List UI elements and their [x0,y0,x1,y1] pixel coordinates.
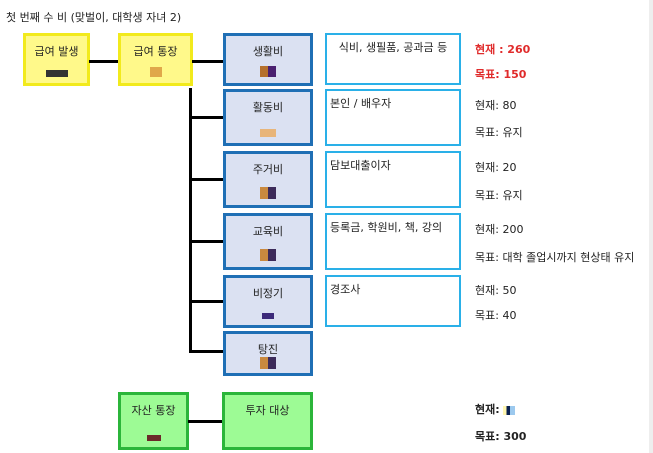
category-label: 생활비 [252,45,284,58]
book-icon [260,249,276,261]
branch-line [189,240,223,243]
current-value: 현재: 50 [475,284,517,297]
house-icon [260,187,276,199]
description-box: 본인 / 배우자 [325,89,461,146]
category-irregular[interactable]: 비정기 [223,275,313,328]
connector [188,420,223,423]
current-value: 현재 : 260 [475,43,531,56]
current-value: 현재: 200 [475,223,524,236]
connector [192,60,223,63]
scrollbar[interactable] [649,0,653,453]
investment-box[interactable]: 투자 대상 [222,392,313,450]
current-value: 현재: 20 [475,161,517,174]
asset-account-label: 자산 통장 [131,404,176,417]
branch-line [189,350,223,353]
asset-account-box[interactable]: 자산 통장 [118,392,189,450]
splurge-icon [260,357,276,369]
category-activity[interactable]: 활동비 [223,89,313,146]
category-housing[interactable]: 주거비 [223,151,313,208]
category-label: 교육비 [252,225,284,238]
category-label: 활동비 [252,101,284,114]
wallet-icon [146,435,161,441]
page-title: 첫 번째 수 비 (맞벌이, 대학생 자녀 2) [6,11,182,24]
category-label: 탕진 [257,343,279,356]
target-value: 목표: 40 [475,309,517,322]
connector [89,60,119,63]
blurred-value-icon [503,405,516,415]
branch-line [189,116,223,119]
description-box: 경조사 [325,275,461,327]
target-value: 목표: 유지 [475,126,523,139]
current-value: 현재: 80 [475,99,517,112]
category-living[interactable]: 생활비 [223,33,313,86]
branch-line [189,178,223,181]
trunk-line [189,88,192,352]
description-box: 등록금, 학원비, 책, 강의 [325,213,461,270]
category-splurge[interactable]: 탕진 [223,331,313,376]
salary-account-label: 급여 통장 [133,45,178,58]
coins-icon [149,67,162,77]
target-value: 목표: 150 [475,68,527,81]
category-label: 주거비 [252,163,284,176]
groceries-icon [260,66,276,77]
asset-current: 현재: [475,401,516,417]
salary-account-box[interactable]: 급여 통장 [118,33,193,86]
target-value: 목표: 유지 [475,189,523,202]
wallet-icon [45,70,68,77]
salary-source-label: 급여 발생 [34,45,79,58]
asset-target: 목표: 300 [475,430,527,443]
investment-label: 투자 대상 [245,404,290,417]
activity-icon [260,129,276,137]
salary-source-box[interactable]: 급여 발생 [23,33,90,86]
branch-line [189,300,223,303]
asset-current-label: 현재: [475,403,500,416]
target-value: 목표: 대학 졸업시까지 현상태 유지 [475,251,635,264]
category-education[interactable]: 교육비 [223,213,313,270]
description-box: 담보대출이자 [325,151,461,208]
description-box: 식비, 생필품, 공과금 등 [325,33,461,85]
category-label: 비정기 [252,287,284,300]
gift-icon [262,313,274,319]
